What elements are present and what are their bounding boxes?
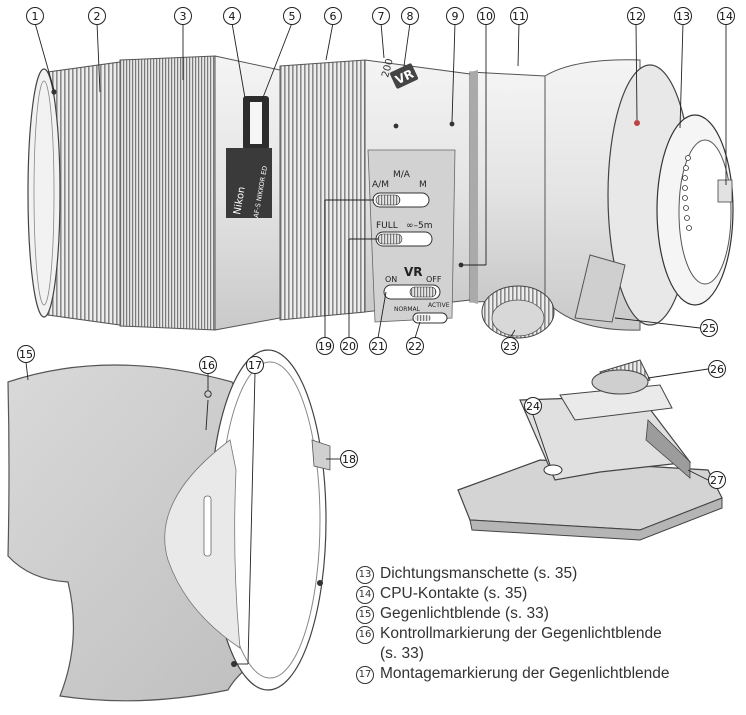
- callout-6: 6: [324, 7, 342, 25]
- focus-mode-am-label: A/M: [372, 180, 389, 190]
- hood-mounting-mark: [231, 661, 237, 667]
- legend-text-continued: (s. 33): [380, 645, 424, 662]
- callout-1: 1: [26, 7, 44, 25]
- svg-text:6: 6: [330, 10, 337, 23]
- callout-14: 14: [717, 7, 735, 25]
- legend-item: 14 CPU-Kontakte (s. 35): [356, 584, 742, 604]
- legend-item: 16 Kontrollmarkierung der Gegenlichtblen…: [356, 624, 742, 644]
- svg-text:16: 16: [201, 359, 215, 372]
- callout-8: 8: [401, 7, 419, 25]
- legend-number: 14: [356, 586, 374, 604]
- legend-number: 13: [356, 566, 374, 584]
- leader-lines: [25, 22, 727, 665]
- svg-text:9: 9: [452, 10, 459, 23]
- vr-mode-active-label: ACTIVE: [428, 302, 450, 309]
- callout-27: 27: [708, 471, 726, 489]
- callout-25: 25: [700, 319, 718, 337]
- svg-text:15: 15: [19, 348, 33, 361]
- svg-text:13: 13: [676, 10, 690, 23]
- legend-number: 17: [356, 666, 374, 684]
- svg-text:5: 5: [289, 10, 296, 23]
- focus-mode-ma-label: M/A: [393, 170, 411, 180]
- svg-text:27: 27: [710, 474, 724, 487]
- callout-3: 3: [174, 7, 192, 25]
- svg-text:22: 22: [408, 340, 422, 353]
- svg-text:19: 19: [318, 340, 332, 353]
- svg-text:3: 3: [180, 10, 187, 23]
- svg-text:17: 17: [248, 359, 262, 372]
- svg-text:26: 26: [710, 363, 724, 376]
- tripod-screw-socket: [543, 464, 563, 476]
- callout-23: 23: [501, 337, 519, 355]
- legend-text: CPU-Kontakte (s. 35): [380, 585, 528, 602]
- legend-item: 17 Montagemarkierung der Gegenlichtblend…: [356, 664, 742, 684]
- callout-26: 26: [708, 360, 726, 378]
- legend-item: 15 Gegenlichtblende (s. 33): [356, 604, 742, 624]
- focus-mode-m-label: M: [419, 180, 427, 190]
- parts-legend: 13 Dichtungsmanschette (s. 35) 14 CPU-Ko…: [356, 564, 742, 684]
- brand-label: Nikon: [232, 186, 248, 216]
- svg-text:12: 12: [629, 10, 643, 23]
- svg-text:24: 24: [526, 400, 540, 413]
- callout-9: 9: [446, 7, 464, 25]
- svg-text:18: 18: [342, 453, 356, 466]
- callouts: 1 2 3 4 5 6 7 8 9 10 11 12 13 14 15 16 1…: [17, 7, 735, 489]
- svg-text:10: 10: [479, 10, 493, 23]
- mount-index-dot: [634, 120, 640, 126]
- vr-mode-normal-label: NORMAL: [394, 306, 421, 313]
- svg-text:11: 11: [512, 10, 526, 23]
- legend-text: Gegenlichtblende (s. 33): [380, 605, 549, 622]
- svg-text:25: 25: [702, 322, 716, 335]
- lens-body: Nikon AF-S NIKKOR ED 200 VR A/M M/A M FU…: [27, 55, 734, 339]
- tripod-foot-knob[interactable]: [591, 359, 651, 395]
- cpu-contacts: [682, 155, 692, 231]
- hood-release-button[interactable]: [311, 439, 331, 471]
- svg-text:8: 8: [407, 10, 414, 23]
- legend-text: Dichtungsmanschette (s. 35): [380, 565, 578, 582]
- legend-number: 15: [356, 606, 374, 624]
- focus-limit-full-label: FULL: [376, 221, 398, 231]
- hood-mount-index: [51, 89, 57, 95]
- lens-hood: [7, 349, 331, 702]
- vr-switch-label: VR: [404, 265, 423, 279]
- legend-number: 16: [356, 626, 374, 644]
- name-plate: [226, 148, 272, 218]
- legend-text: Kontrollmarkierung der Gegenlichtblende: [380, 625, 662, 642]
- callout-13: 13: [674, 7, 692, 25]
- svg-text:23: 23: [503, 340, 517, 353]
- callout-7: 7: [372, 7, 390, 25]
- callout-11: 11: [510, 7, 528, 25]
- callout-17: 17: [246, 356, 264, 374]
- callout-12: 12: [627, 7, 645, 25]
- svg-text:7: 7: [378, 10, 385, 23]
- callout-19: 19: [316, 337, 334, 355]
- svg-text:21: 21: [371, 340, 385, 353]
- callout-22: 22: [406, 337, 424, 355]
- focus-limit-range-label: ∞–5m: [406, 221, 433, 231]
- callout-2: 2: [88, 7, 106, 25]
- callout-10: 10: [477, 7, 495, 25]
- svg-text:20: 20: [342, 340, 356, 353]
- tripod-lock-knob[interactable]: [481, 285, 555, 339]
- callout-15: 15: [17, 345, 35, 363]
- vr-off-label: OFF: [426, 275, 442, 284]
- callout-24: 24: [524, 397, 542, 415]
- legend-item: 13 Dichtungsmanschette (s. 35): [356, 564, 742, 584]
- callout-21: 21: [369, 337, 387, 355]
- callout-18: 18: [340, 450, 358, 468]
- vr-on-label: ON: [385, 275, 397, 284]
- svg-text:1: 1: [32, 10, 39, 23]
- tripod-foot: [457, 359, 723, 541]
- callout-4: 4: [223, 7, 241, 25]
- svg-text:4: 4: [229, 10, 236, 23]
- callout-16: 16: [199, 356, 217, 374]
- svg-text:2: 2: [94, 10, 101, 23]
- svg-text:14: 14: [719, 10, 733, 23]
- legend-text: Montagemarkierung der Gegenlichtblende: [380, 665, 670, 682]
- hood-alignment-mark: [204, 390, 212, 398]
- callout-20: 20: [340, 337, 358, 355]
- callout-5: 5: [283, 7, 301, 25]
